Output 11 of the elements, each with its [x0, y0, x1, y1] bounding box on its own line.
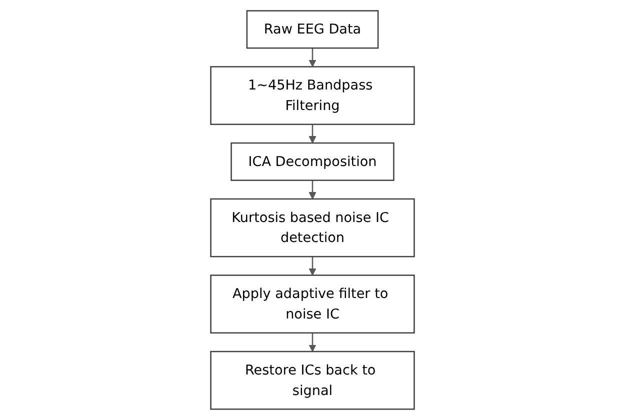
node-box: Raw EEG Data: [246, 10, 378, 49]
node-box: ICA Decomposition: [230, 142, 394, 181]
node-box: 1~45Hz Bandpass Filtering: [210, 66, 414, 126]
arrow: [308, 48, 316, 68]
node-box: Kurtosis based noise IC detection: [210, 198, 414, 258]
arrow: [308, 124, 316, 144]
arrow: [308, 332, 316, 352]
arrow: [308, 180, 316, 200]
arrow: [308, 256, 316, 276]
node-box: Restore ICs back to signal: [210, 350, 414, 410]
node-box: Apply adaptive filter to noise IC: [210, 274, 414, 334]
